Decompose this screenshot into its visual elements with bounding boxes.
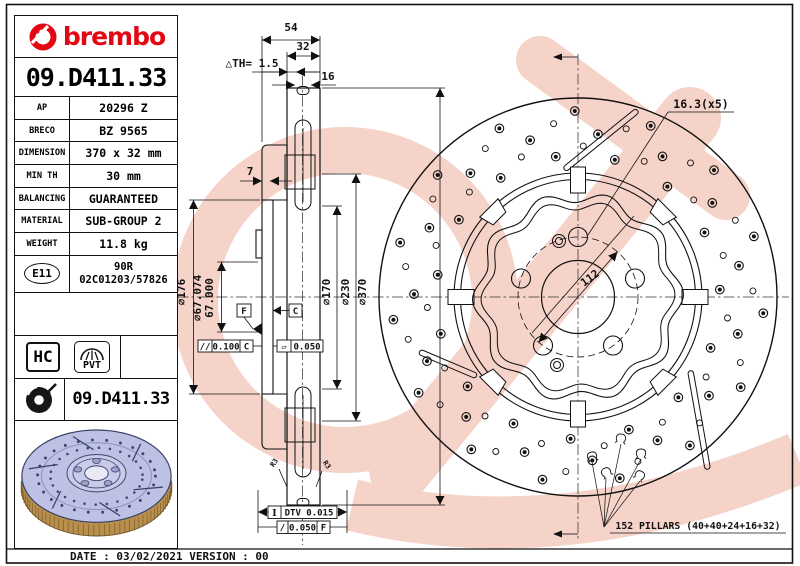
- dtv-symbol: I: [272, 508, 277, 519]
- bolt-hole: [567, 226, 589, 248]
- homologation-code: 90R: [114, 260, 133, 273]
- dim-54: 54: [284, 21, 298, 34]
- bolt-hole: [602, 335, 624, 356]
- spec-row-material: MATERIAL SUB-GROUP 2: [15, 210, 177, 234]
- braking-band-section: [286, 87, 321, 506]
- hc-mark: HC: [26, 341, 60, 372]
- dia-67-max: ⌀67.074: [191, 274, 204, 321]
- brembo-watermark: [172, 36, 800, 549]
- bolt-hole: [510, 268, 532, 289]
- fillet-r3-right: R3: [321, 459, 332, 471]
- bobbin-bottom: [284, 407, 316, 443]
- bobbin-top: [284, 154, 316, 190]
- spec-row-min-th: MIN TH 30 mm: [15, 165, 177, 188]
- dia-170: ⌀170: [320, 279, 333, 306]
- pillar-symbols: [586, 433, 647, 528]
- bolt-circle: [517, 236, 639, 358]
- front-view: 112 16.3(x5) 152 PILLARS (40+40+24+16+32…: [378, 53, 786, 541]
- dia-176: ⌀176: [175, 278, 188, 305]
- certification-marks-row: HC PVT: [15, 335, 177, 379]
- fillet-r3-left: R3: [269, 457, 280, 469]
- dim-32: 32: [296, 40, 309, 53]
- datum-f-label: F: [241, 307, 246, 317]
- datum-c-label: C: [293, 307, 298, 317]
- pvt-dome-icon: [80, 348, 104, 361]
- hat-scalloped-contour-outer: [472, 194, 684, 400]
- bobbin-tabs: [447, 166, 709, 428]
- brake-disc-icon: [25, 383, 57, 414]
- part-number-row: 09.D411.33: [15, 378, 177, 421]
- hat-scalloped-contour-inner: [480, 202, 676, 392]
- slot: [563, 108, 639, 172]
- info-panel: brembo 09.D411.33 AP 20296 Z BRECO BZ 95…: [14, 15, 178, 549]
- disc-outer-diameter: [378, 97, 778, 497]
- section-direction-arrow-top: [553, 53, 562, 61]
- section-direction-arrow-bottom: [553, 530, 562, 538]
- bolt-hole: [624, 268, 646, 289]
- section-view: 54 32 △TH= 1.5 16 7 ⌀176 ⌀67.074 67.000 …: [158, 21, 789, 545]
- brembo-wordmark: brembo: [62, 22, 166, 51]
- dtv-value: DTV 0.015: [285, 509, 334, 519]
- center-bore: [540, 259, 616, 335]
- homologation-row: E11 90R 02C01203/57826: [15, 255, 177, 293]
- pvt-mark: PVT: [74, 340, 110, 373]
- parallelism-value: 0.100: [212, 343, 239, 353]
- part-number: 09.D411.33: [15, 58, 177, 97]
- brembo-logo: brembo: [15, 16, 177, 58]
- page-border: [5, 3, 794, 564]
- slot: [687, 370, 711, 470]
- dia-230: ⌀230: [339, 279, 352, 306]
- slot: [418, 349, 478, 379]
- runout-datum: F: [321, 524, 326, 534]
- dim-16: 16: [321, 70, 335, 83]
- flatness-symbol: ▱: [281, 343, 287, 353]
- parallelism-datum: C: [244, 343, 249, 353]
- dia-370: ⌀370: [356, 279, 369, 306]
- bolt-hole-dia-label: 16.3(x5): [673, 97, 728, 111]
- runout-symbol: /: [280, 524, 285, 534]
- empty-row: [15, 293, 177, 336]
- product-photo-cell: [15, 421, 177, 548]
- locating-hole: [550, 358, 564, 372]
- part-number-secondary: 09.D411.33: [72, 389, 170, 410]
- dim-7: 7: [247, 165, 254, 178]
- dim-th: △TH= 1.5: [226, 57, 279, 70]
- homologation-number: 02C01203/57826: [79, 273, 168, 286]
- date-version-line: DATE : 03/02/2021 VERSION : 00: [70, 550, 269, 563]
- spec-row-breco: BRECO BZ 9565: [15, 119, 177, 143]
- dia-67-min: 67.000: [203, 278, 216, 318]
- parallelism-symbol: //: [200, 343, 211, 353]
- spec-row-balancing: BALANCING GUARANTEED: [15, 187, 177, 211]
- cross-drilled-holes: [388, 106, 769, 485]
- spec-row-dimension: DIMENSION 370 x 32 mm: [15, 142, 177, 166]
- brembo-logo-icon: [29, 23, 57, 50]
- spec-row-ap: AP 20296 Z: [15, 97, 177, 120]
- brake-disc-photo: [20, 429, 172, 537]
- pillars-label: 152 PILLARS (40+40+24+16+32): [615, 521, 780, 532]
- e11-badge: E11: [24, 263, 60, 285]
- locating-hole: [552, 234, 566, 248]
- runout-value: 0.050: [289, 524, 316, 534]
- flatness-value: 0.050: [293, 343, 320, 353]
- spec-row-weight: WEIGHT 11.8 kg: [15, 233, 177, 256]
